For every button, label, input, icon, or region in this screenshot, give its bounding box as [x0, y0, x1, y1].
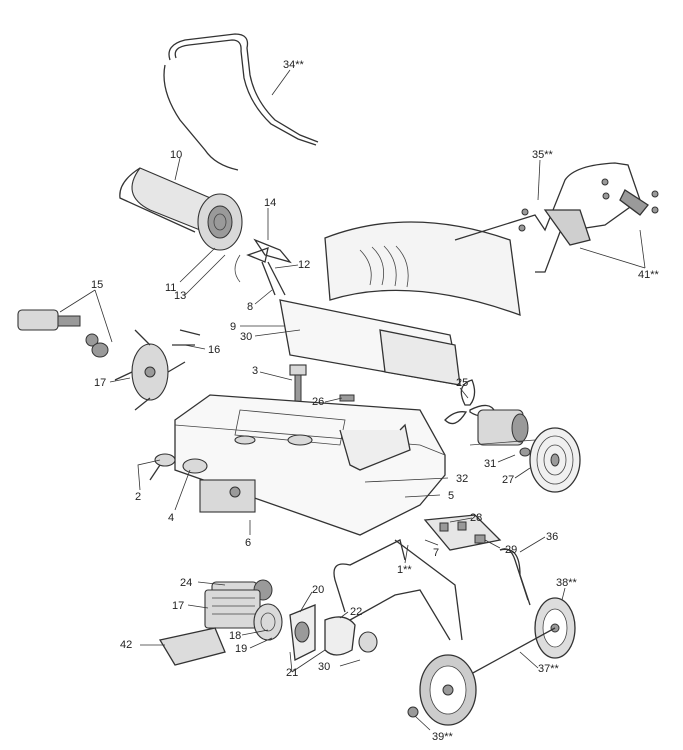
part-20-21-pump-covers — [289, 604, 378, 661]
callout-3: 3 — [252, 365, 258, 377]
callout-12: 12 — [298, 259, 310, 271]
callout-17a: 17 — [94, 377, 106, 389]
part-34-carry-handle — [163, 33, 319, 171]
part-15-nozzle — [17, 309, 109, 358]
part-pump-motor-assembly — [204, 579, 283, 641]
part-42-bracket — [158, 627, 226, 666]
callout-34: 34** — [283, 59, 305, 71]
callout-35: 35** — [532, 149, 554, 161]
part-28-29-control-board — [423, 514, 502, 551]
callout-15: 15 — [91, 279, 103, 291]
callout-25: 25 — [456, 377, 468, 389]
part-upper-housing — [279, 221, 521, 386]
callout-13: 13 — [174, 290, 186, 302]
callout-16: 16 — [208, 344, 220, 356]
callout-39: 39** — [432, 731, 454, 743]
callout-7: 7 — [433, 547, 439, 559]
callout-26: 26 — [312, 396, 324, 408]
part-17-fan — [114, 329, 201, 411]
callout-38: 38** — [556, 577, 578, 589]
callout-1: 1** — [397, 564, 412, 576]
callout-2: 2 — [135, 491, 141, 503]
part-27-fan-guard — [519, 427, 581, 493]
callout-21: 21 — [286, 667, 298, 679]
callout-18: 18 — [229, 630, 241, 642]
callout-30b: 30 — [318, 661, 330, 673]
callout-17b: 17 — [172, 600, 184, 612]
callout-8: 8 — [247, 301, 253, 313]
callout-6: 6 — [245, 537, 251, 549]
callout-10: 10 — [170, 149, 182, 161]
leader-lines — [59, 69, 646, 731]
part-10-combustion-chamber — [119, 167, 243, 251]
callout-22: 22 — [350, 606, 362, 618]
callout-14: 14 — [264, 197, 276, 209]
callout-30a: 30 — [240, 331, 252, 343]
callout-29: 29 — [505, 544, 517, 556]
part-26-sensor — [339, 394, 355, 402]
callout-31: 31 — [484, 458, 496, 470]
callout-5: 5 — [448, 490, 454, 502]
callout-11: 11 — [165, 282, 176, 294]
callout-41: 41** — [638, 269, 660, 281]
part-motor — [469, 409, 536, 446]
callout-27: 27 — [502, 474, 514, 486]
part-36-frame — [333, 539, 531, 641]
callout-20: 20 — [312, 584, 324, 596]
part-35-41-rear-handle — [454, 162, 659, 273]
part-2-4-fuel-gauge — [149, 453, 208, 481]
part-37-axle — [459, 627, 556, 681]
callout-4: 4 — [168, 512, 174, 524]
part-fuel-tank — [174, 394, 446, 536]
part-14-12-8-ignition-assembly — [234, 238, 292, 296]
callout-24: 24 — [180, 577, 192, 589]
callout-labels: 34** 10 35** 14 12 11 13 8 41** 15 9 30 … — [91, 59, 660, 743]
part-39-wheel — [407, 654, 477, 726]
callout-9: 9 — [230, 321, 236, 333]
callout-32: 32 — [456, 473, 468, 485]
callout-42: 42 — [120, 639, 132, 651]
callout-19: 19 — [235, 643, 247, 655]
callout-28: 28 — [470, 512, 482, 524]
callout-37: 37** — [538, 663, 560, 675]
part-3-drain-plug — [289, 364, 307, 406]
callout-36: 36 — [546, 531, 558, 543]
